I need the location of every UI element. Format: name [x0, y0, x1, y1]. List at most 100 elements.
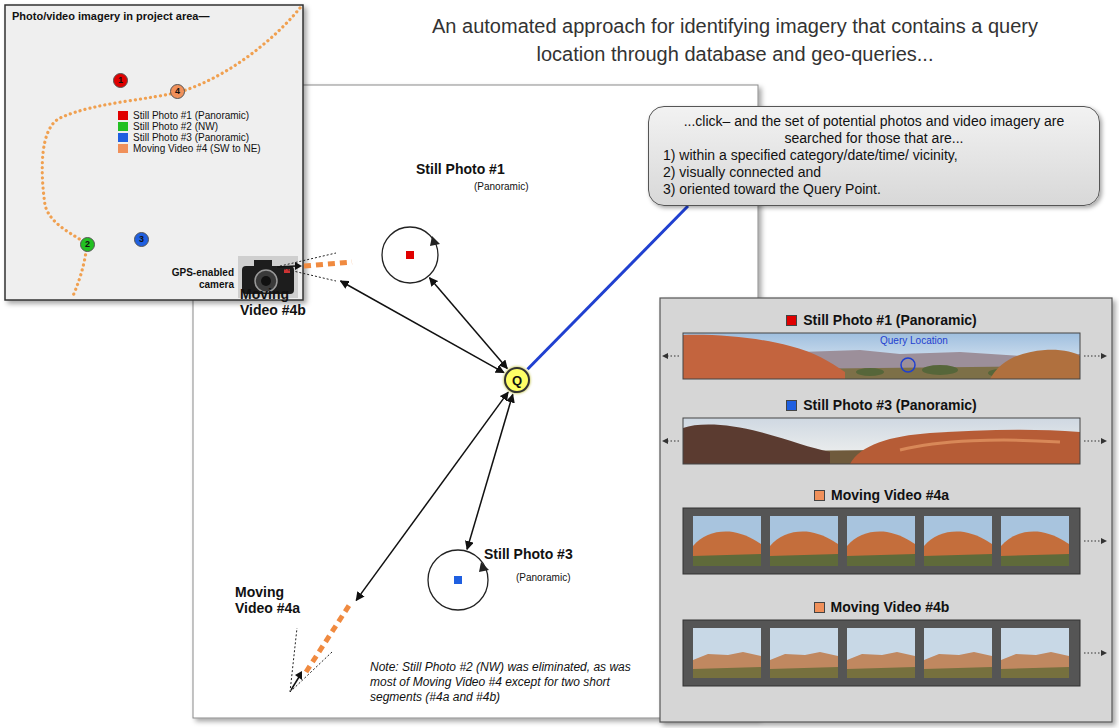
legend-text: Still Photo #2 (NW) — [133, 121, 218, 133]
strip-heading: Moving Video #4b — [683, 599, 1080, 615]
video-frames — [1001, 516, 1069, 566]
node-text: 1 — [114, 74, 127, 87]
node-text: Photo/video imagery in project area— — [12, 10, 292, 23]
video-frames — [1001, 628, 1069, 678]
video-frames — [683, 508, 1080, 574]
photo-station — [479, 562, 489, 572]
photo-station — [428, 550, 488, 610]
strip-heading: Still Photo #3 (Panoramic) — [683, 397, 1080, 413]
legend-row: Still Photo #1 (Panoramic) — [118, 110, 261, 121]
node-text: ...click– and the set of potential photo… — [663, 113, 1085, 147]
node-text: 4 — [171, 85, 184, 98]
video-track — [291, 677, 299, 690]
video-frames — [924, 628, 992, 678]
panorama-photo — [683, 335, 845, 379]
panorama-photo — [850, 430, 1080, 464]
legend-swatch — [118, 133, 128, 142]
video-track — [276, 253, 352, 281]
scroll-arrow — [1101, 438, 1107, 444]
node-text: Moving Video #4a — [831, 487, 949, 503]
camera-photo — [261, 276, 271, 286]
video-frames — [770, 628, 838, 678]
panorama-photo — [990, 350, 1080, 379]
legend-row: Still Photo #3 (Panoramic) — [118, 132, 261, 143]
scroll-arrow — [667, 356, 1101, 653]
video-track — [290, 604, 350, 692]
camera-photo — [254, 260, 272, 268]
video-frames — [683, 620, 1080, 686]
video-track — [295, 262, 302, 270]
results-panel — [660, 298, 1112, 722]
panorama-photo — [683, 418, 1080, 464]
video-track — [304, 262, 352, 266]
sight-line-arrow — [340, 281, 503, 373]
photo-station — [382, 227, 438, 283]
results-panel — [660, 298, 1112, 722]
photo-station-node: Still Photo #3(Panoramic) — [428, 550, 488, 610]
color-square — [814, 602, 825, 613]
video-frames — [683, 508, 1080, 574]
video-track — [295, 671, 302, 680]
node-text: Moving Video #4a — [235, 584, 307, 616]
scroll-arrow — [1101, 650, 1107, 656]
legend-row: Still Photo #2 (NW) — [118, 121, 261, 132]
sight-line-arrow — [356, 392, 508, 600]
inset-map — [42, 8, 300, 298]
photo-station — [454, 576, 462, 584]
device-label: GPS-enabled camera — [168, 267, 234, 290]
color-square — [786, 400, 797, 411]
panorama-photo — [683, 333, 1080, 379]
panorama-photo — [683, 333, 1080, 379]
panorama-photo — [683, 418, 1080, 464]
query-point: Q — [504, 367, 530, 393]
result-strip: Moving Video #4a — [683, 508, 1080, 574]
diagram-title: An automated approach for identifying im… — [410, 12, 1060, 68]
video-frames — [693, 628, 761, 678]
photo-station — [406, 251, 414, 259]
panorama-photo — [683, 333, 1080, 379]
legend-text: Still Photo #3 (Panoramic) — [133, 132, 249, 144]
color-square — [786, 315, 797, 326]
scroll-arrow — [662, 353, 668, 359]
node-text: 3 — [135, 233, 148, 246]
callout-circle: 3 — [134, 232, 149, 247]
strip-heading: Still Photo #1 (Panoramic) — [683, 312, 1080, 328]
legend-text: Moving Video #4 (SW to NE) — [133, 143, 261, 155]
callout-circle: 1 — [113, 73, 128, 88]
panorama-photo — [683, 425, 830, 464]
sight-line-arrow — [430, 278, 508, 369]
video-frames — [847, 628, 915, 678]
video-segment-node: Moving Video #4b — [270, 250, 354, 280]
node-text: 1) within a specified category/date/time… — [663, 147, 1085, 164]
inset-map — [5, 5, 303, 300]
panorama-photo — [683, 333, 1080, 379]
node-text: Moving Video #4b — [240, 286, 312, 318]
node-text: 3) oriented toward the Query Point. — [663, 181, 1085, 198]
legend-swatch — [118, 122, 128, 131]
node-text: Query Location — [880, 335, 948, 347]
result-strip: Still Photo #3 (Panoramic) — [683, 418, 1080, 464]
node-text: Still Photo #1 — [416, 161, 505, 177]
panorama-photo — [856, 368, 884, 376]
legend-row: Moving Video #4 (SW to NE) — [118, 143, 261, 154]
scroll-arrow — [1101, 538, 1107, 544]
panorama-photo — [900, 440, 1060, 450]
panorama-photo — [683, 418, 1080, 464]
strip-heading: Moving Video #4a — [683, 487, 1080, 503]
panorama-photo — [922, 365, 958, 375]
node-text: Moving Video #4b — [831, 599, 950, 615]
photo-station — [430, 236, 440, 246]
result-strip: Moving Video #4b — [683, 620, 1080, 686]
node-text: 2 — [81, 238, 94, 251]
scroll-arrow — [662, 353, 1107, 656]
node-text: Still Photo #3 (Panoramic) — [803, 397, 976, 413]
video-frames — [693, 516, 761, 566]
query-link — [528, 206, 688, 369]
panorama-photo — [901, 358, 915, 372]
node-text: Q — [506, 369, 528, 391]
legend-swatch — [118, 144, 128, 153]
note-text: Note: Still Photo #2 (NW) was eliminated… — [370, 660, 652, 705]
scroll-arrow — [662, 438, 668, 444]
legend-text: Still Photo #1 (Panoramic) — [133, 110, 249, 122]
color-square — [814, 490, 825, 501]
